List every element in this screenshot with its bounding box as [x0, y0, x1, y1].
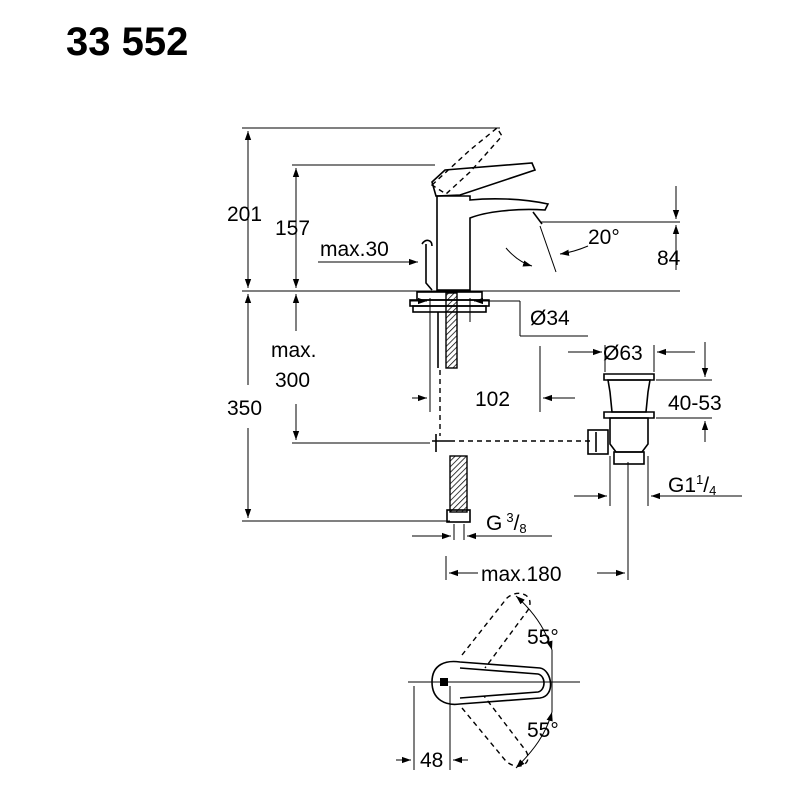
dim-waste-thread: G11/4 [668, 472, 716, 498]
dim-max-thickness: max.30 [320, 238, 389, 261]
dim-max-label: max. [271, 339, 317, 362]
dim-lever-angle-bottom: 55° [527, 719, 559, 742]
dim-below-counter: 350 [227, 397, 262, 420]
dim-max-reach: max.180 [481, 563, 562, 586]
dim-max-depth: 300 [275, 369, 310, 392]
dim-outlet-height: 84 [657, 247, 681, 270]
faucet-body [421, 126, 550, 291]
dim-offset: 102 [475, 388, 510, 411]
dim-hole-diameter: Ø34 [530, 307, 570, 330]
top-view [408, 592, 580, 769]
product-code: 33 552 [66, 20, 188, 64]
mounting-parts [409, 291, 590, 523]
dim-total-height: 201 [227, 203, 262, 226]
dim-angle-spout: 20° [588, 226, 620, 249]
dim-waste-range: 40-53 [668, 392, 722, 415]
waste-fitting [587, 373, 655, 465]
dim-waste-diameter: Ø63 [603, 342, 643, 365]
dim-lever-offset: 48 [420, 749, 443, 772]
reference-lines [242, 127, 680, 522]
dim-spout-height: 157 [275, 217, 310, 240]
dim-lever-angle-top: 55° [527, 626, 559, 649]
